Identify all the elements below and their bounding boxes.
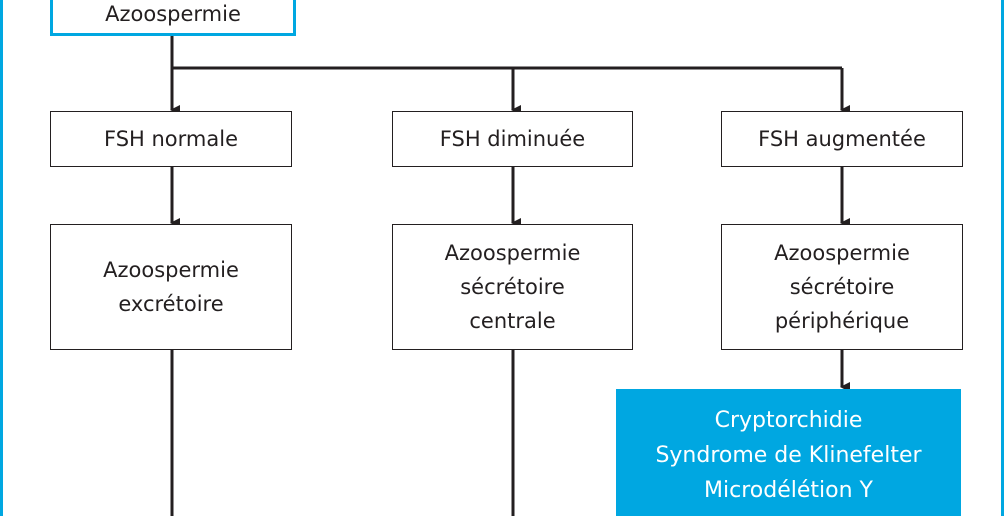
box-azoospermie-secretoire-centrale: Azoospermie sécrétoire centrale: [392, 224, 633, 350]
fsh-augmentee-label: FSH augmentée: [758, 127, 926, 151]
box-causes-peripheriques: Cryptorchidie Syndrome de Klinefelter Mi…: [616, 389, 961, 516]
excretoire-line-2: excrétoire: [118, 292, 224, 316]
cause-cryptorchidie: Cryptorchidie: [714, 408, 863, 433]
box-fsh-diminuee: FSH diminuée: [392, 111, 633, 167]
box-fsh-augmentee: FSH augmentée: [721, 111, 963, 167]
peripherique-line-3: périphérique: [774, 309, 910, 333]
excretoire-line-1: Azoospermie: [103, 258, 239, 282]
centrale-line-2: sécrétoire: [460, 275, 565, 299]
centrale-line-1: Azoospermie: [444, 241, 581, 265]
root-box-azoospermie: Azoospermie: [50, 0, 296, 36]
fsh-diminuee-label: FSH diminuée: [439, 127, 586, 151]
fsh-normale-label: FSH normale: [103, 127, 238, 151]
root-label: Azoospermie: [105, 2, 241, 26]
box-azoospermie-secretoire-peripherique: Azoospermie sécrétoire périphérique: [721, 224, 963, 350]
cause-syndrome-klinefelter: Syndrome de Klinefelter: [655, 443, 922, 468]
box-fsh-normale: FSH normale: [50, 111, 292, 167]
centrale-line-3: centrale: [469, 309, 556, 333]
peripherique-line-1: Azoospermie: [774, 241, 910, 265]
box-azoospermie-excretoire: Azoospermie excrétoire: [50, 224, 292, 350]
right-frame-border: [1001, 0, 1004, 516]
peripherique-line-2: sécrétoire: [789, 275, 895, 299]
left-frame-border: [0, 0, 3, 516]
cause-microdeletion-y: Microdélétion Y: [704, 478, 873, 503]
